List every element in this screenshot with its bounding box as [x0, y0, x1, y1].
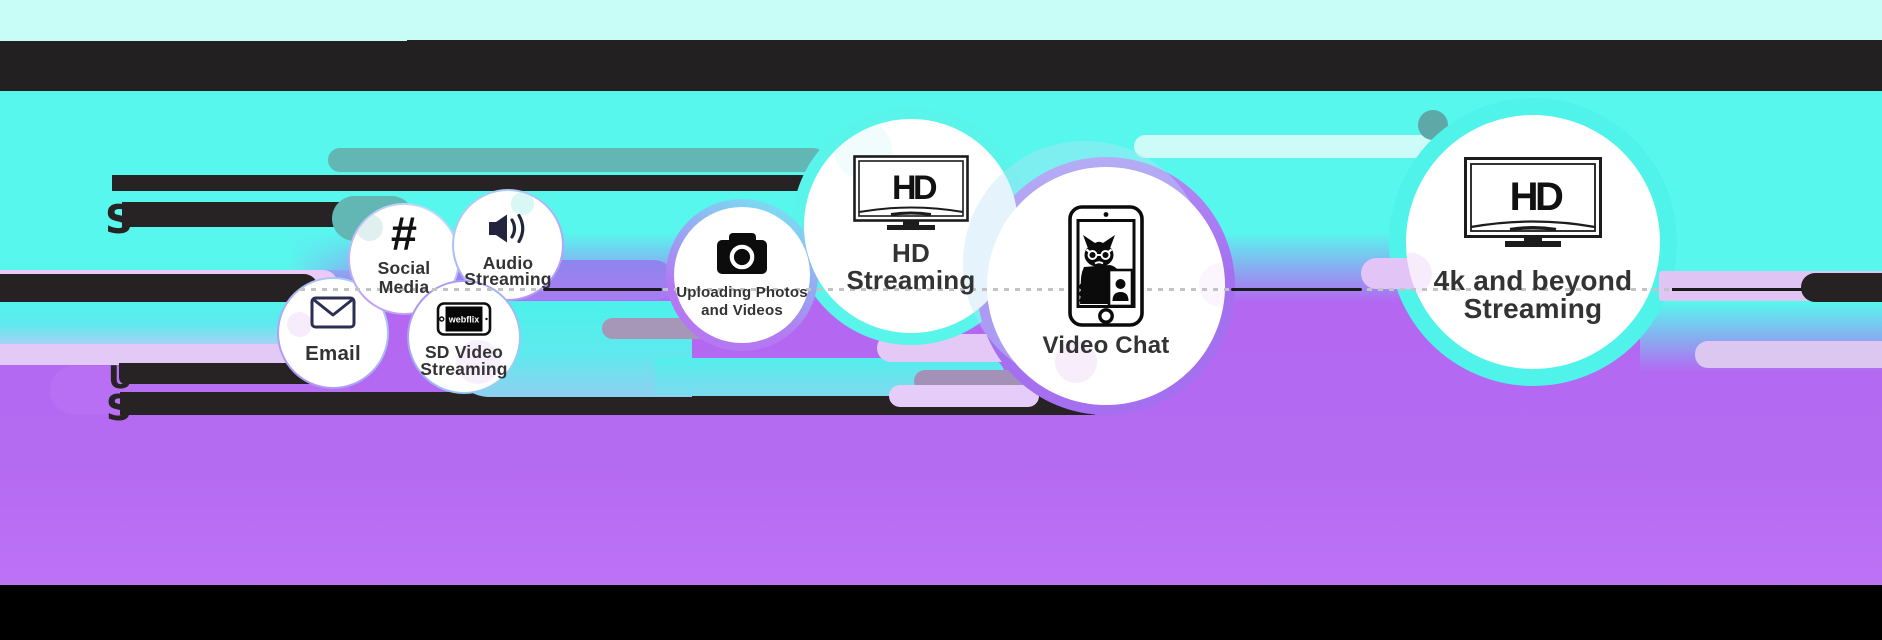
footer-band	[0, 585, 1882, 640]
deco-lavender-capsule-right-2	[1695, 341, 1882, 368]
svg-text:HD: HD	[892, 169, 937, 207]
deco-blob-in-sd	[456, 340, 500, 384]
bubble-video-chat: Video Chat	[987, 167, 1225, 405]
bubble-label-line2: Streaming	[1463, 293, 1603, 324]
tv-icon: HD	[853, 155, 969, 230]
redacted-bar-download-2	[122, 202, 345, 227]
person-card-icon	[1107, 268, 1134, 308]
deco-teal-capsule-top	[328, 148, 825, 172]
bubble-label-line1: Social	[377, 258, 431, 278]
bubble-sd-video-streaming: webflix SD Video Streaming	[407, 280, 521, 394]
deco-blob-in-vc	[1055, 341, 1097, 383]
bubble-label-line1: Audio	[482, 253, 534, 273]
speaker-icon	[489, 213, 525, 244]
bubble-disc-social	[348, 203, 460, 315]
phone-video-cat-icon	[1068, 205, 1144, 327]
deco-blob-in-social	[356, 214, 383, 241]
webflix-phone-icon: webflix	[436, 302, 492, 336]
bubble-label-line2: Media	[378, 277, 430, 297]
svg-text:webflix: webflix	[448, 315, 480, 325]
bubble-label-line1: Uploading Photos	[676, 284, 808, 301]
axis-solid-segment-1	[543, 287, 662, 291]
redacted-bar-upload-1	[119, 363, 330, 384]
axis-solid-segment-3	[1672, 287, 1802, 291]
bubble-disc-audio	[452, 189, 564, 301]
bubble-label: Email	[305, 342, 361, 365]
deco-blob-in-email	[287, 312, 312, 337]
axis-solid-segment-2	[1231, 287, 1362, 291]
svg-text:HD: HD	[1510, 175, 1563, 219]
deco-lavender-capsule-low	[889, 385, 1039, 407]
redacted-bar-download-1	[112, 175, 830, 191]
bubble-email: Email	[277, 277, 389, 389]
cat-glasses-icon	[1085, 248, 1113, 260]
bubble-label: Video Chat	[1042, 332, 1170, 359]
bubble-social-media: # Social Media	[348, 203, 460, 315]
axis-pill-left	[0, 274, 318, 302]
bubble-disc-uploading	[674, 207, 810, 343]
hashtag-icon: #	[390, 207, 418, 260]
bubble-label-line1: HD	[892, 238, 930, 268]
tv-icon: HD	[1464, 157, 1602, 247]
bubble-label-line2: Streaming	[464, 269, 552, 289]
deco-blob-in-audio	[511, 192, 534, 215]
bubble-label-line1: SD Video	[424, 342, 504, 362]
top-strip	[0, 0, 1882, 41]
bubble-hd-streaming: HD HD Streaming	[804, 119, 1018, 333]
header-band	[0, 41, 1882, 91]
redacted-bar-upload-2	[120, 392, 1095, 415]
bubble-label-line2: and Videos	[701, 302, 783, 319]
bubble-fourk-streaming: HD 4k and beyond Streaming	[1406, 115, 1660, 369]
bubble-audio-streaming: Audio Streaming	[452, 189, 564, 301]
bubble-label-line2: Streaming	[846, 265, 976, 295]
background-right-turquoise	[1640, 91, 1882, 302]
deco-lavender-band-left	[0, 344, 320, 365]
bubble-uploading-photos: Uploading Photos and Videos	[674, 207, 810, 343]
axis-pill-right	[1801, 273, 1882, 302]
camera-icon	[717, 233, 767, 274]
bubble-label-line2: Streaming	[420, 358, 508, 379]
deco-pale-cyan-capsule	[1134, 135, 1440, 158]
bubble-label-line1: 4k and beyond	[1433, 265, 1633, 296]
bubble-disc-sd	[407, 280, 521, 394]
envelope-icon	[310, 296, 356, 329]
header-band-step	[407, 40, 1882, 42]
